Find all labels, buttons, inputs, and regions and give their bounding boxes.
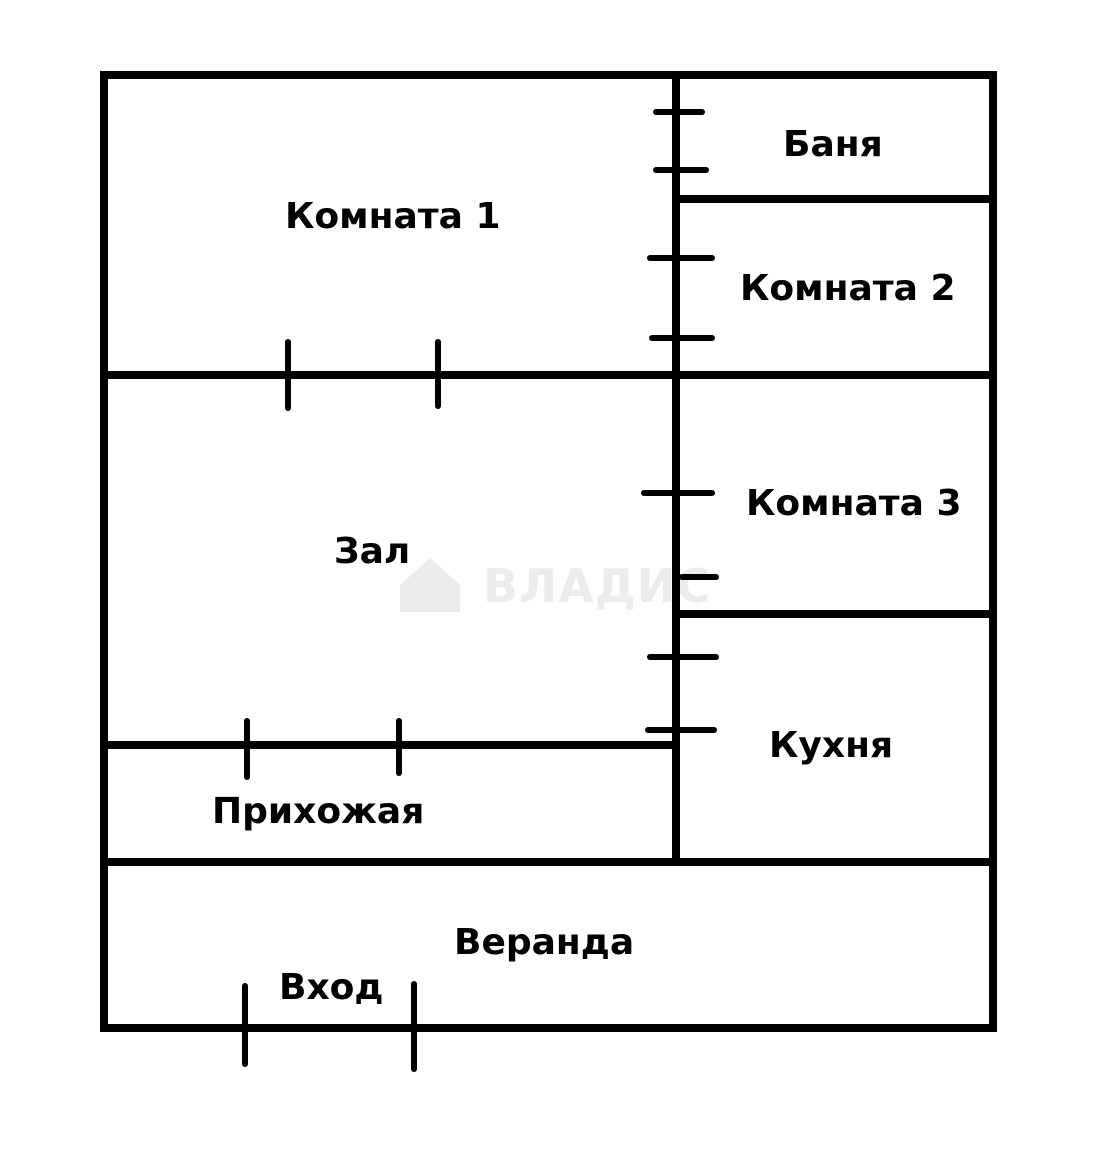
label-zal: Зал <box>334 531 410 572</box>
walls <box>100 71 997 1032</box>
label-banya: Баня <box>783 124 883 165</box>
label-kukhnya: Кухня <box>769 725 893 766</box>
label-prikhozhaya: Прихожая <box>212 791 424 832</box>
doors <box>242 109 719 1072</box>
label-komnata2: Комната 2 <box>740 268 956 309</box>
house-logo-icon <box>400 558 460 612</box>
label-vkhod: Вход <box>279 967 383 1008</box>
watermark: ВЛАДИС <box>400 558 710 613</box>
label-veranda: Веранда <box>454 922 634 963</box>
label-komnata1: Комната 1 <box>285 196 501 237</box>
label-komnata3: Комната 3 <box>746 483 962 524</box>
room-labels: Комната 1 Баня Комната 2 Зал Комната 3 К… <box>212 124 962 1008</box>
outer-wall <box>100 71 997 1032</box>
